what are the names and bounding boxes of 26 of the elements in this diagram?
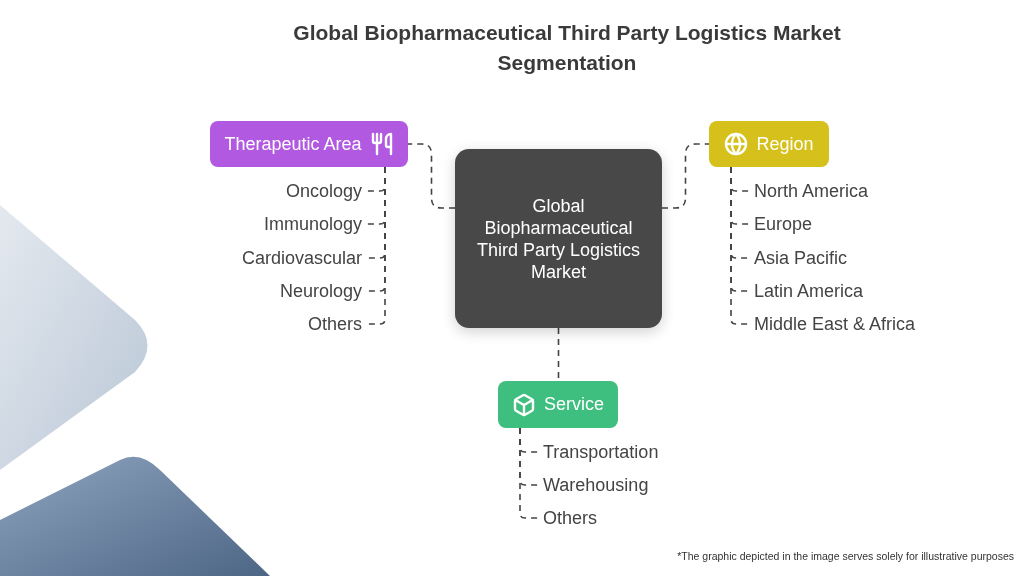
connector-line — [407, 143, 456, 209]
category-box — [210, 121, 408, 167]
footnote: *The graphic depicted in the image serves solely for illustrative purposes — [677, 550, 1014, 562]
segment-label: Warehousing — [543, 474, 649, 496]
center-label: Global Biopharmaceutical Third Party Logistics Market — [475, 194, 642, 283]
category-box — [709, 121, 829, 167]
segment-label: Others — [543, 507, 598, 529]
segment-label: Latin America — [754, 280, 864, 302]
segment-label: North America — [754, 180, 869, 202]
segment-label: Transportation — [543, 441, 659, 463]
title: Global Biopharmaceutical Third Party Logistics Market Segmentation — [292, 20, 842, 76]
center-box — [455, 149, 662, 328]
segment-label: Immunology — [263, 213, 362, 235]
segment-label: Asia Pacific — [754, 247, 848, 269]
category-label: Service — [544, 394, 604, 415]
category-label: Region — [756, 133, 814, 155]
segment-label: Oncology — [285, 180, 362, 202]
segment-label: Cardiovascular — [241, 247, 362, 269]
segment-label: Middle East & Africa — [754, 313, 916, 335]
category-label: Therapeutic Area — [224, 133, 362, 155]
category-box — [498, 381, 618, 428]
connector-line — [519, 427, 540, 519]
segment-label: Neurology — [279, 280, 362, 302]
segment-label: Europe — [754, 213, 813, 235]
segment-label: Others — [307, 313, 362, 335]
connector-line — [661, 143, 710, 209]
